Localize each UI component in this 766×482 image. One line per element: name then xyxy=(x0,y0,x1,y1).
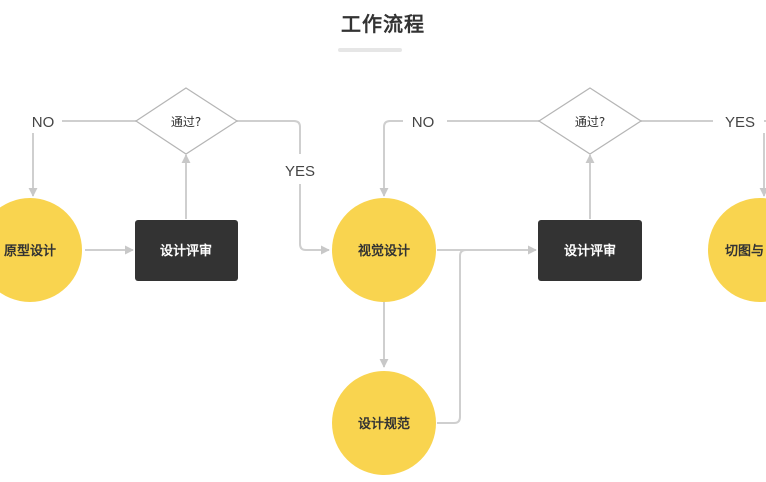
connector-spec-to-review2 xyxy=(437,249,467,424)
node-prototype: 原型设计 xyxy=(0,198,82,302)
decision-check2-label: 通过? xyxy=(575,115,605,129)
decision-check1: 通过? xyxy=(134,87,239,155)
decision-check1-label: 通过? xyxy=(171,115,201,129)
decision-check2: 通过? xyxy=(537,87,643,155)
branch-no2-label: NO xyxy=(412,114,435,131)
connector-no2-to-visual xyxy=(379,120,403,197)
node-slice: 切图与 xyxy=(708,198,766,302)
branch-yes2-label: YES xyxy=(725,114,755,131)
branch-no1-label: NO xyxy=(32,114,55,131)
node-slice-label: 切图与 xyxy=(725,244,764,259)
connector-check1-yes-right xyxy=(237,120,301,154)
node-spec: 设计规范 xyxy=(332,371,436,475)
connector-yes1-to-visual xyxy=(299,184,330,255)
node-review2: 设计评审 xyxy=(538,220,642,281)
node-spec-label: 设计规范 xyxy=(358,416,410,432)
node-visual: 视觉设计 xyxy=(332,198,436,302)
node-review1-label: 设计评审 xyxy=(160,243,212,259)
branch-yes1-label: YES xyxy=(285,163,315,180)
node-review2-label: 设计评审 xyxy=(564,243,616,259)
node-visual-label: 视觉设计 xyxy=(358,243,410,259)
page-title: 工作流程 xyxy=(341,12,425,36)
title-underline xyxy=(338,48,402,52)
node-review1: 设计评审 xyxy=(135,220,238,281)
node-prototype-label: 原型设计 xyxy=(4,243,56,259)
